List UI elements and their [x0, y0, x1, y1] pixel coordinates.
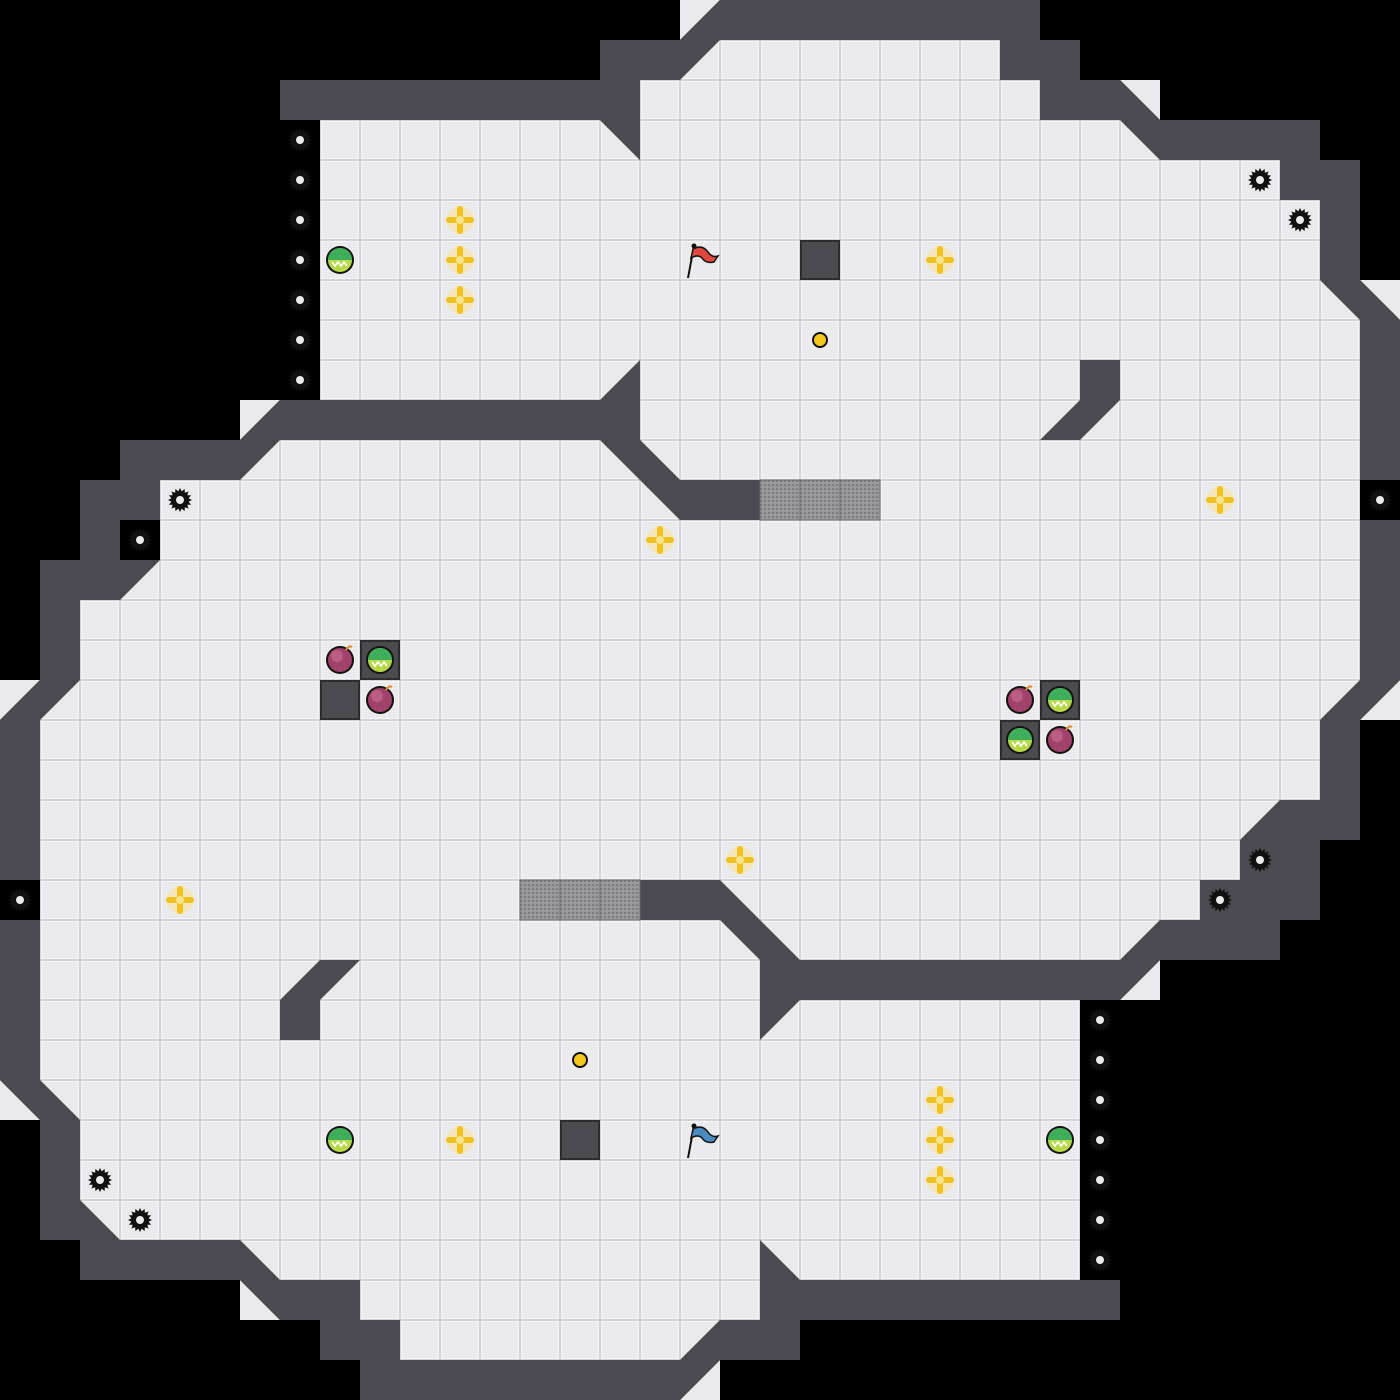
bomb-icon: [326, 645, 354, 674]
spike-icon: [283, 243, 317, 277]
spike-icon: [1083, 1163, 1117, 1197]
spike-icon: [1083, 1083, 1117, 1117]
boost-icon: [446, 1126, 474, 1154]
powerup-icon: [1046, 1126, 1074, 1154]
spike-icon: [283, 163, 317, 197]
bombs: [326, 645, 1074, 754]
boosts: [166, 206, 1234, 1194]
gate-tile: [599, 879, 641, 921]
red-flag-icon: [687, 243, 720, 279]
spike-icon: [1083, 1243, 1117, 1277]
boost-icon: [926, 246, 954, 274]
spike-icon: [1083, 1043, 1117, 1077]
spike-icon: [1083, 1123, 1117, 1157]
boost-icon: [1206, 486, 1234, 514]
button-icon: [812, 332, 828, 348]
flags: [687, 243, 720, 1159]
spike-icon: [283, 283, 317, 317]
blue-flag-icon: [687, 1123, 720, 1159]
powerup-icon: [1006, 726, 1034, 754]
spike-icon: [1083, 1003, 1117, 1037]
spike-icon: [123, 523, 157, 557]
spike-icon: [283, 203, 317, 237]
powerup-icon: [1046, 686, 1074, 714]
wall-block: [560, 1120, 600, 1160]
gate-tile: [559, 879, 601, 921]
spike-icon: [283, 363, 317, 397]
boost-icon: [446, 206, 474, 234]
boost-icon: [646, 526, 674, 554]
gates: [519, 479, 881, 921]
wall-block: [320, 680, 360, 720]
spike-icon: [1363, 483, 1397, 517]
boost-icon: [446, 286, 474, 314]
bomb-icon: [1046, 725, 1074, 754]
gate-tile: [799, 479, 841, 521]
spike-icon: [1083, 1203, 1117, 1237]
wall-block: [800, 240, 840, 280]
button-icon: [572, 1052, 588, 1068]
boost-icon: [166, 886, 194, 914]
powerup-icon: [326, 1126, 354, 1154]
boost-icon: [726, 846, 754, 874]
bomb-icon: [1006, 685, 1034, 714]
gate-tile: [759, 479, 801, 521]
powerups: [326, 246, 1074, 1154]
boost-icon: [926, 1126, 954, 1154]
gate-tile: [519, 879, 561, 921]
spike-icon: [3, 883, 37, 917]
spike-icon: [283, 323, 317, 357]
gate-tile: [839, 479, 881, 521]
powerup-icon: [366, 646, 394, 674]
boost-icon: [446, 246, 474, 274]
spike-icon: [283, 123, 317, 157]
buttons: [572, 332, 828, 1068]
powerup-icon: [326, 246, 354, 274]
boost-icon: [926, 1166, 954, 1194]
boost-icon: [926, 1086, 954, 1114]
bomb-icon: [366, 685, 394, 714]
floor: [40, 40, 1360, 1360]
